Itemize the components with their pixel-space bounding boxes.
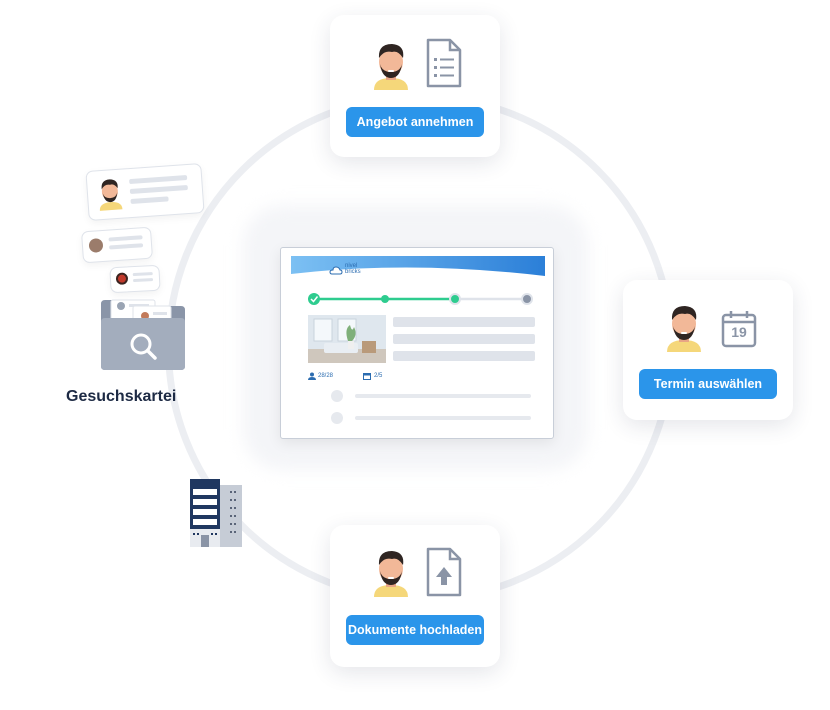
applicant-avatar xyxy=(115,272,129,285)
property-photo xyxy=(308,315,386,363)
placeholder-line xyxy=(393,351,535,361)
placeholder-line xyxy=(109,243,144,250)
cloud-logo-icon xyxy=(329,266,343,275)
applicant-card xyxy=(80,226,154,264)
document-list-icon xyxy=(426,38,462,88)
person-avatar-icon xyxy=(667,306,701,352)
applicant-avatar xyxy=(88,237,104,253)
placeholder-line xyxy=(129,185,188,195)
card-upload-documents: Dokumente hochladen xyxy=(330,525,500,667)
calendar-small-icon xyxy=(363,373,371,380)
logo-text-1: nivel xyxy=(345,263,358,269)
placeholder-line xyxy=(355,416,531,420)
app-screen-preview: nivel bricks 28/28 2/5 xyxy=(280,247,554,439)
upload-documents-button[interactable]: Dokumente hochladen xyxy=(346,615,484,645)
person-small-icon xyxy=(308,372,316,380)
applicant-card xyxy=(109,264,161,294)
select-appointment-button[interactable]: Termin auswählen xyxy=(639,369,777,399)
person-avatar-icon xyxy=(99,179,123,211)
placeholder-line xyxy=(355,394,531,398)
person-avatar-icon xyxy=(374,551,408,597)
card-accept-offer: Angebot annehmen xyxy=(330,15,500,157)
stat-appointments: 2/5 xyxy=(374,373,383,379)
folder-search-icon xyxy=(101,299,185,370)
accept-offer-button[interactable]: Angebot annehmen xyxy=(346,107,484,137)
list-bullet xyxy=(331,412,343,424)
placeholder-line xyxy=(393,317,535,327)
placeholder-line xyxy=(130,196,169,205)
calendar-icon xyxy=(721,311,757,348)
progress-stepper xyxy=(308,293,533,305)
screen-header-banner xyxy=(291,256,545,276)
stat-persons: 28/28 xyxy=(318,373,334,379)
placeholder-line xyxy=(132,272,153,277)
document-upload-icon xyxy=(426,547,462,597)
placeholder-line xyxy=(133,278,154,283)
logo-text-2: bricks xyxy=(345,269,361,275)
placeholder-line xyxy=(129,175,188,185)
placeholder-line xyxy=(393,334,535,344)
list-bullet xyxy=(331,390,343,402)
calendar-day: 19 xyxy=(731,324,747,340)
applicant-card xyxy=(85,163,205,221)
building-icon xyxy=(190,479,242,547)
placeholder-line xyxy=(108,235,143,242)
gesuchskartei-label: Gesuchskartei xyxy=(66,388,177,405)
person-avatar-icon xyxy=(374,44,408,90)
card-select-appointment: 19 Termin auswählen xyxy=(623,280,793,420)
